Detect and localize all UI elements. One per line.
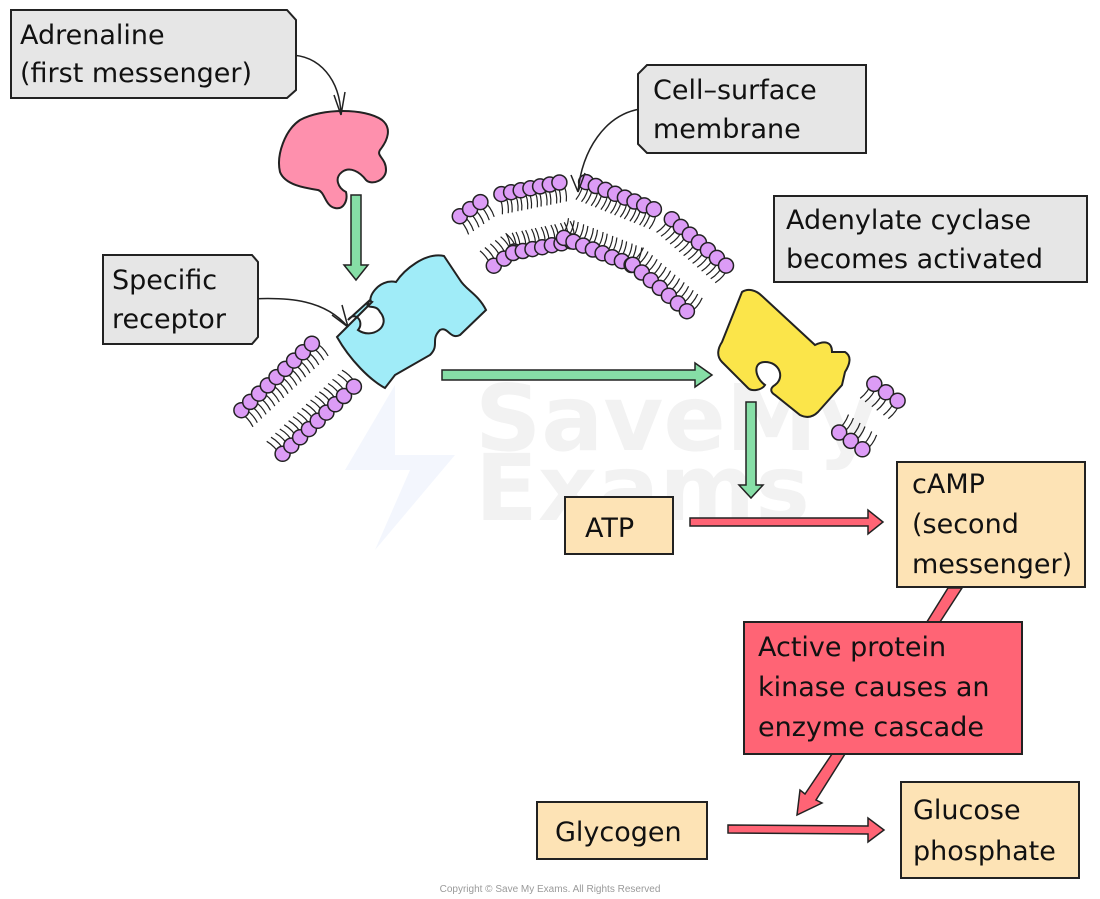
adenylate-label-line-2: becomes activated [786, 244, 1043, 275]
kinase-label-line-1: Active protein [758, 632, 946, 663]
callout-adenylate-cyclase: Adenylate cyclase becomes activated [773, 195, 1088, 283]
glucose-phosphate-label-line-1: Glucose [913, 795, 1021, 826]
glucose-phosphate-label-line-2: phosphate [913, 836, 1056, 867]
membrane-label-line-2: membrane [653, 114, 801, 145]
phospholipid-head [472, 193, 489, 211]
membrane-label-line-1: Cell–surface [653, 75, 817, 106]
box-protein-kinase: Active protein kinase causes an enzyme c… [743, 621, 1023, 755]
callout-cell-surface-membrane: Cell–surface membrane [637, 64, 867, 154]
arrow-camp-to-kinase [923, 587, 964, 626]
arrow-receptor-to-adenylate [441, 361, 714, 389]
red-arrows [689, 508, 964, 844]
box-glycogen: Glycogen [536, 801, 708, 860]
copyright-notice: Copyright © Save My Exams. All Rights Re… [440, 884, 661, 895]
callout-specific-receptor: Specific receptor [102, 254, 259, 345]
box-atp: ATP [564, 496, 674, 555]
phospholipid-head [303, 335, 321, 352]
adrenaline-label-line-2: (first messenger) [20, 58, 252, 89]
arrow-kinase-to-glycogen-reaction [796, 753, 847, 817]
camp-label-line-1: cAMP [912, 469, 985, 500]
box-glucose-phosphate: Glucose phosphate [900, 781, 1080, 879]
receptor-label-line-2: receptor [112, 304, 227, 335]
adrenaline-molecule [278, 110, 389, 210]
pointer-receptor [250, 297, 349, 328]
receptor-label-line-1: Specific [112, 265, 217, 296]
adenylate-cyclase-enzyme [717, 288, 851, 418]
watermark-logo-icon [345, 385, 455, 550]
phospholipid-head [889, 392, 906, 409]
cell-surface-membrane [233, 173, 906, 463]
phospholipid-head [866, 375, 883, 393]
atp-label: ATP [585, 513, 634, 544]
green-arrows [342, 194, 765, 500]
phospholipid-head [335, 387, 353, 405]
arrow-atp-to-camp [689, 508, 885, 536]
arrow-adenylate-to-atp [737, 401, 765, 500]
pointer-adrenaline [288, 54, 346, 116]
kinase-label-line-2: kinase causes an [758, 672, 990, 703]
kinase-label-line-3: enzyme cascade [758, 712, 984, 743]
callout-adrenaline: Adrenaline (first messenger) [10, 9, 297, 99]
adenylate-label-line-1: Adenylate cyclase [786, 205, 1031, 236]
specific-receptor-protein [335, 254, 488, 390]
phospholipid-head [345, 378, 363, 395]
adrenaline-label-line-1: Adrenaline [20, 20, 165, 51]
arrow-adrenaline-to-receptor [342, 194, 370, 282]
phospholipid-head [717, 257, 735, 274]
pointer-membrane [570, 108, 641, 193]
phospholipid-head [877, 384, 895, 401]
glycogen-label: Glycogen [555, 817, 682, 848]
phospholipid-head [678, 302, 696, 320]
camp-label-line-3: messenger) [912, 549, 1072, 580]
arrow-glycogen-to-glucose-phosphate [727, 816, 886, 844]
phospholipid-head [842, 432, 860, 450]
phospholipid-head [645, 200, 663, 218]
box-camp: cAMP (second messenger) [896, 461, 1086, 588]
phospholipid-head [854, 441, 871, 458]
phospholipid-head [551, 174, 568, 191]
camp-label-line-2: (second [912, 509, 1019, 540]
phospholipid-head [830, 424, 848, 441]
